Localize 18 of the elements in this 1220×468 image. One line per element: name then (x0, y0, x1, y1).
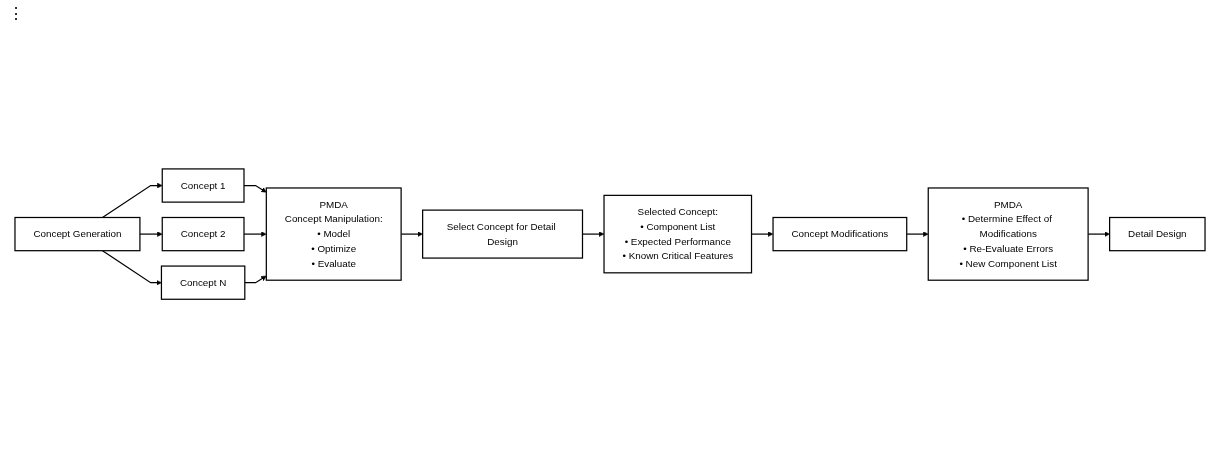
arrow (101, 250, 162, 286)
node-box: Concept N (160, 265, 246, 300)
arrow (101, 182, 163, 218)
node-box: Detail Design (1109, 216, 1206, 252)
node-box: PMDA Concept Manipulation: • Model • Optimize • Evaluate (265, 187, 402, 281)
arrow (244, 275, 267, 284)
node-box: Concept Generation (14, 216, 141, 252)
ellipsis-mark: ⋮ (8, 5, 24, 22)
node-box: Concept Modifications (772, 216, 908, 252)
arrow (243, 231, 267, 237)
arrow (243, 184, 267, 193)
arrow (906, 231, 929, 237)
node-box: Concept 2 (161, 216, 245, 252)
arrow (139, 231, 163, 237)
node-box: Concept 1 (161, 168, 245, 203)
node-box: Select Concept for Detail Design (422, 209, 584, 259)
node-box: Selected Concept: • Component List • Expected Performance • Known Critical Features (603, 194, 753, 274)
node-box: PMDA • Determine Effect of Modifications • Re-Evaluate Errors • New Component List (927, 187, 1089, 281)
